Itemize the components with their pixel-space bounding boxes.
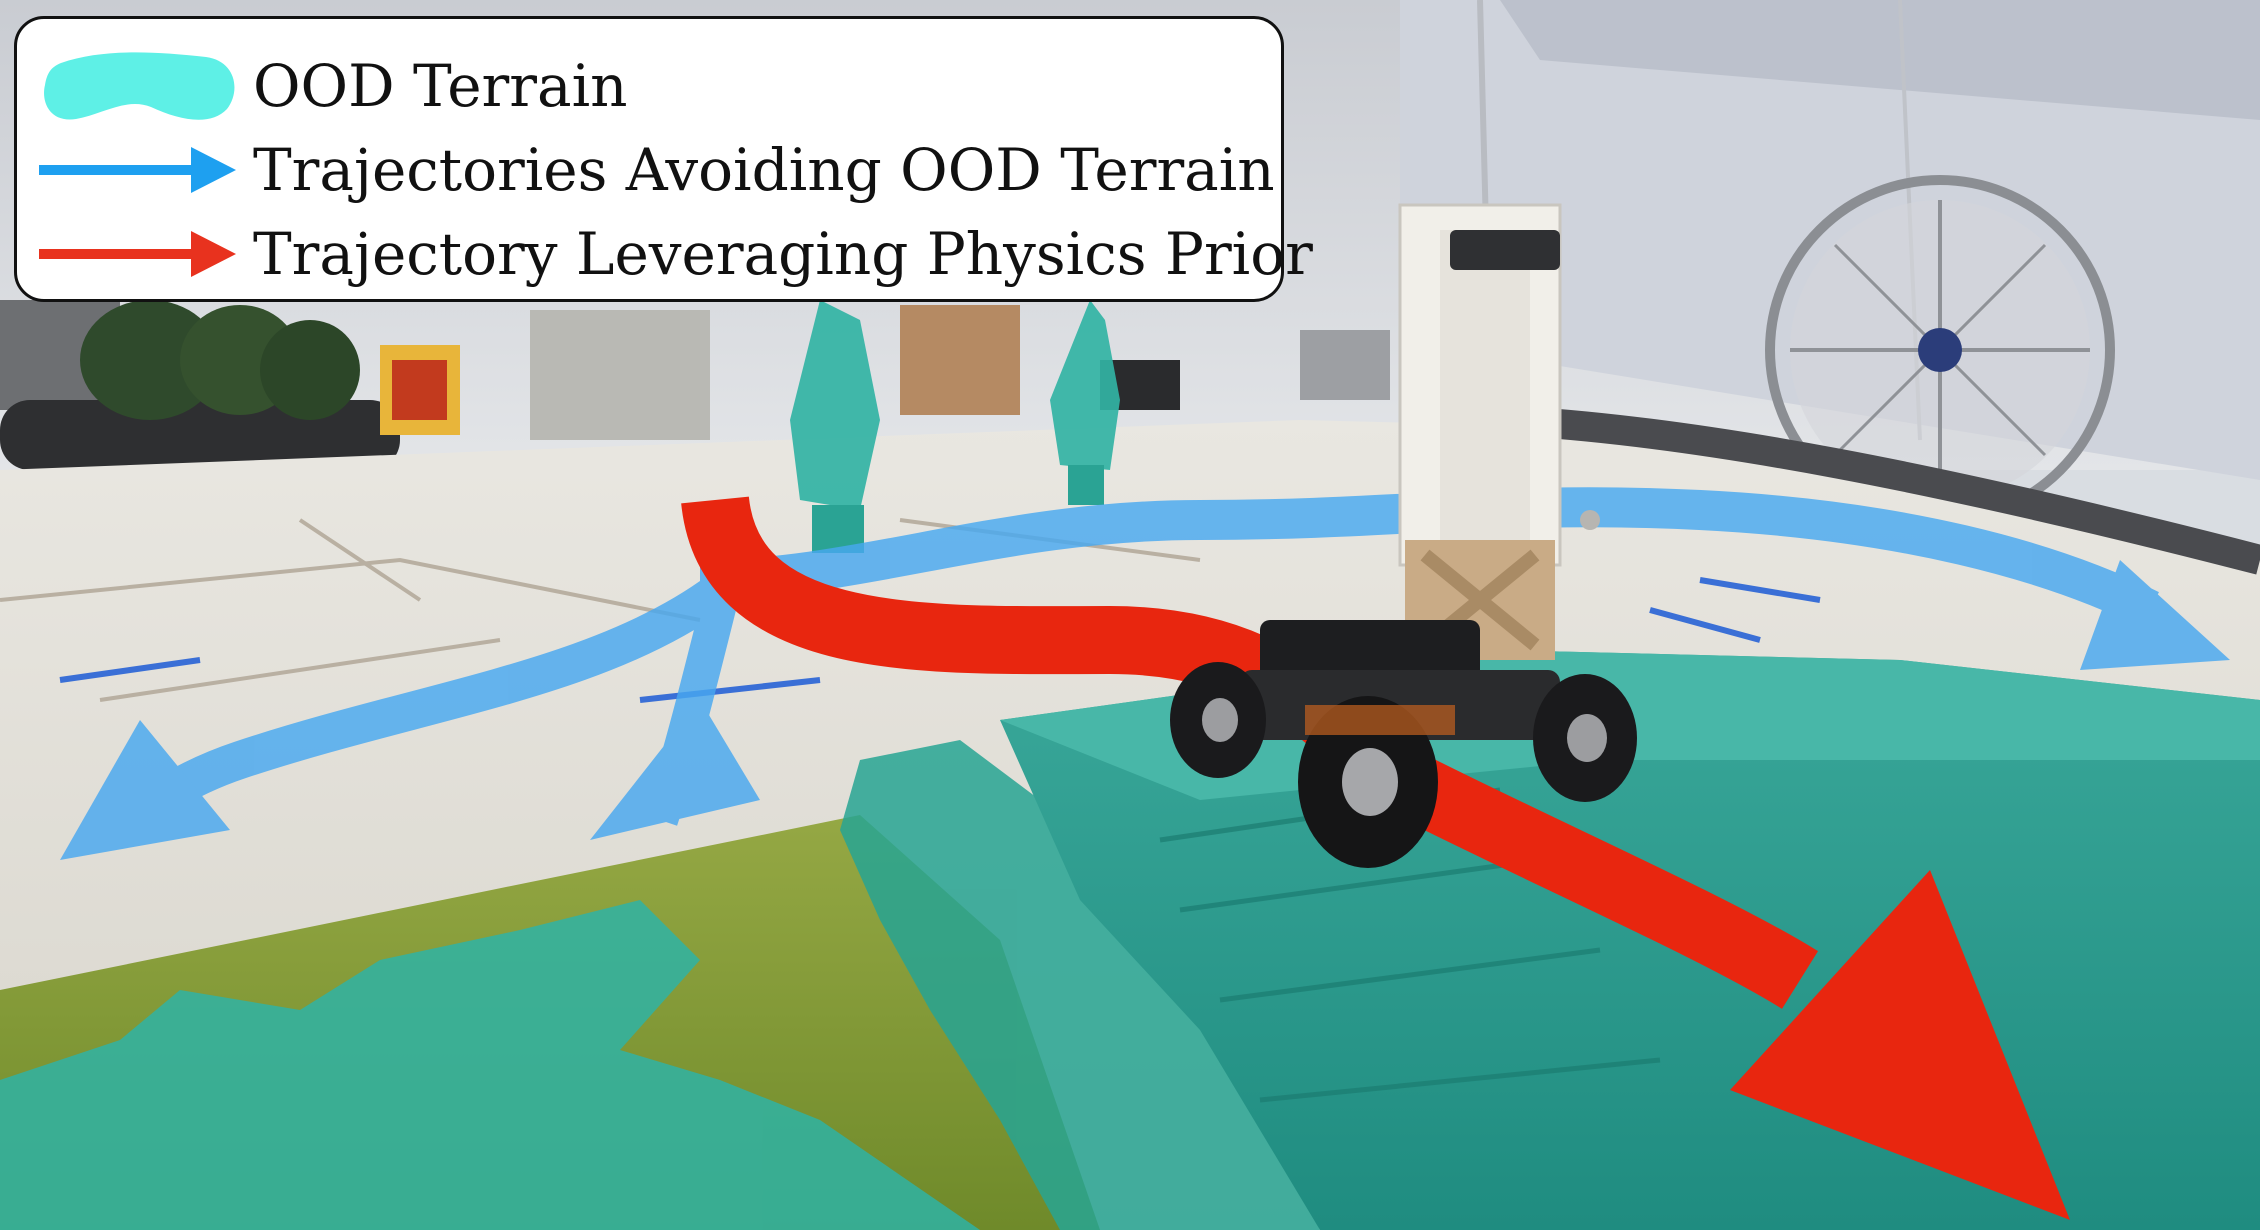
legend-item-ood-terrain: OOD Terrain [17, 41, 1281, 131]
blue-arrow-icon [39, 147, 236, 193]
ood-overlay-grass [0, 740, 1320, 1230]
red-arrow-icon [39, 231, 236, 277]
legend-label-physics-trajectory: Trajectory Leveraging Physics Prior [253, 220, 1313, 288]
legend-label-ood-terrain: OOD Terrain [253, 52, 628, 120]
robot-rover [1170, 203, 1637, 868]
legend-label-avoid-trajectories: Trajectories Avoiding OOD Terrain [253, 136, 1275, 204]
legend-item-avoid-trajectories: Trajectories Avoiding OOD Terrain [17, 125, 1281, 215]
ood-terrain-swatch-icon [44, 52, 235, 120]
legend-item-physics-trajectory: Trajectory Leveraging Physics Prior [17, 209, 1313, 299]
ood-tree-right [1050, 300, 1120, 505]
legend: OOD Terrain Trajectories Avoiding OOD Te… [14, 16, 1313, 302]
background-equipment [0, 300, 1390, 470]
ood-tree-left [790, 300, 880, 553]
